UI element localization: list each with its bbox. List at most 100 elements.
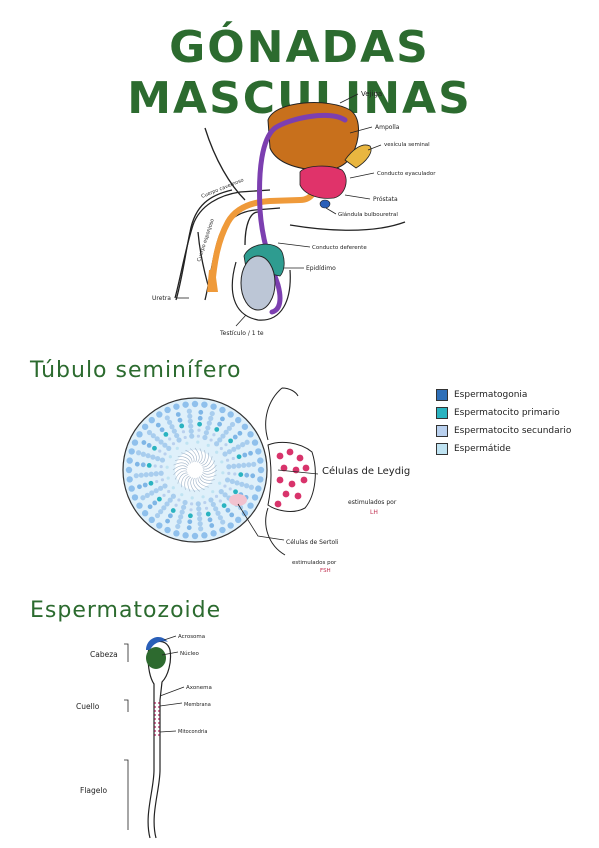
legend-swatch (436, 389, 448, 401)
spermatogonia-cell (131, 439, 139, 446)
spermatogonia-cell (219, 406, 226, 414)
germ-cell (209, 438, 213, 442)
page-title: GÓNADAS MASCULINAS (127, 22, 472, 124)
germ-cell (141, 440, 147, 445)
germ-cell (147, 504, 153, 510)
germ-cell (221, 503, 227, 509)
spermatocyte-cell (195, 501, 201, 507)
acrosome (146, 636, 168, 650)
germ-cell (211, 490, 215, 494)
spermatocyte-cell (220, 433, 226, 439)
spermatocyte-cell (179, 509, 185, 515)
spermatogonia-cell (219, 526, 226, 534)
germ-cell (201, 495, 205, 499)
germ-cell (238, 472, 244, 477)
spermatid-tail (194, 447, 200, 463)
spermatocyte-cell (140, 495, 146, 501)
spermatocyte-cell (158, 509, 164, 515)
germ-cell (177, 498, 181, 502)
spermatocyte-cell (208, 415, 214, 421)
germ-cell (207, 517, 213, 523)
spermatid-tail (180, 474, 189, 488)
germ-cell (134, 461, 140, 467)
germ-cell (236, 454, 242, 460)
spermatocyte-cell (196, 506, 202, 512)
legend-item: Espermatogonia (436, 386, 571, 404)
spermatocyte-cell (166, 445, 172, 451)
germ-cell (155, 422, 161, 428)
tubule-legend: Espermatogonia Espermatocito primario Es… (436, 386, 571, 458)
legend-item: Espermatocito primario (436, 404, 571, 422)
germ-cell (156, 496, 162, 502)
spermatocyte-cell (246, 462, 252, 468)
germ-cell (155, 479, 159, 484)
spermatocyte-cell (208, 497, 214, 503)
spermatid-tail (198, 448, 203, 464)
germ-cell (174, 503, 178, 507)
germ-cell (228, 438, 234, 444)
label-glandula: Glándula bulbouretral (338, 211, 398, 218)
leydig-cell (276, 476, 284, 484)
label-epididimo: Epidídimo (306, 265, 336, 272)
spermatogonia-cell (136, 502, 143, 509)
legend-swatch (436, 425, 448, 437)
spermatid-tail (181, 452, 193, 463)
label-prostata: Próstata (373, 196, 398, 203)
label-nucleo: Núcleo (180, 650, 200, 657)
germ-cell (219, 446, 223, 451)
spermatocyte-cell (150, 433, 156, 439)
label-vejiga: Vejiga (361, 90, 382, 98)
spermatid-tail (175, 459, 190, 465)
spermatogonia-cell (235, 516, 242, 524)
spermatocyte-cell (176, 437, 182, 443)
spermatogonia-cell (191, 532, 199, 540)
spermatocyte-cell (215, 510, 221, 516)
label-membrana: Membrana (184, 702, 211, 708)
spermatid-tail (190, 477, 196, 493)
spermatid-tail (199, 476, 213, 485)
legend-label: Espermatocito primario (454, 408, 560, 418)
spermatocyte-cell (162, 483, 168, 489)
spermatogonia-cell (257, 476, 264, 483)
spermatocyte-cell (154, 512, 161, 519)
spermatogonia-cell (173, 530, 180, 537)
spermatocyte-cell (222, 492, 228, 498)
spermatid-tail (201, 452, 210, 466)
spermatocyte-cell (251, 461, 257, 467)
germ-cell (183, 435, 187, 440)
interstitial-outline (265, 387, 299, 556)
spermatid-tail (201, 473, 217, 478)
leydig-cell (302, 464, 310, 472)
spermatocyte-cell (148, 471, 154, 477)
spermatocyte-cell (158, 439, 164, 445)
germ-cell (171, 486, 175, 490)
germ-cell (244, 472, 250, 478)
spermatocyte-cell (167, 497, 173, 503)
germ-cell (220, 416, 225, 422)
spermatocyte-cell (206, 420, 212, 426)
spermatocyte-cell (188, 423, 194, 429)
germ-cell (228, 487, 232, 491)
label-sertoli-sub: estimulados por (292, 560, 337, 566)
germ-cell (223, 484, 227, 488)
spermatogonia-cell (126, 457, 133, 464)
spermatocyte-cell (231, 463, 237, 469)
leydig-cell (276, 452, 284, 460)
leydig-cell (294, 492, 302, 500)
spermatid-tail (173, 468, 188, 476)
leydig-cell (286, 448, 294, 456)
spermatocyte-cell (138, 472, 144, 478)
legend-label: Espermátide (454, 444, 511, 454)
spermatocyte-cell (153, 488, 159, 494)
spermatogonia-cell (126, 476, 133, 483)
spermatocyte-cell (244, 439, 250, 445)
spermatogonia-cell (128, 485, 135, 492)
spermatocyte-cell (239, 481, 245, 487)
label-leydig: Células de Leydig (322, 465, 410, 477)
spermatogonia-cell (128, 448, 135, 455)
germ-cell (212, 433, 216, 437)
germ-cell (163, 431, 169, 437)
germ-cell (221, 471, 225, 475)
germ-cell (159, 465, 163, 469)
